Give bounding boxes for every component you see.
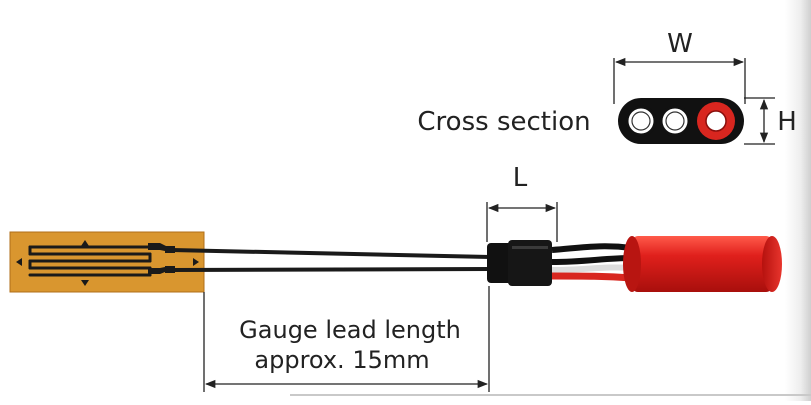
inner-wire-black-2 (551, 255, 633, 265)
inner-wire-black (551, 243, 633, 253)
lead-length-dimension: Gauge lead length approx. 15mm (203, 286, 490, 392)
inner-wire-white (551, 264, 633, 273)
white-conductor-2-core (665, 111, 685, 131)
length-label: L (513, 163, 528, 193)
inner-wire-red (551, 272, 633, 282)
gauge-tabs (148, 243, 175, 274)
cross-section: W H Cross section (417, 29, 797, 145)
red-sheath (632, 236, 772, 292)
black-sleeve-highlight (512, 246, 548, 249)
cable-assembly (487, 236, 782, 292)
black-sleeve-step (508, 240, 552, 286)
lead-wires (170, 248, 492, 272)
strain-gauge (9, 231, 205, 293)
red-conductor-core (705, 110, 727, 132)
cross-section-label: Cross section (417, 107, 590, 137)
white-conductor-1-core (631, 111, 651, 131)
page-edge-strip (785, 0, 811, 401)
red-sheath-end-cap (762, 236, 782, 292)
length-dimension: L (486, 163, 558, 242)
height-label: H (777, 107, 797, 137)
lead-length-label-line2: approx. 15mm (254, 346, 429, 374)
red-sheath-open-end (623, 236, 641, 292)
width-label: W (667, 29, 693, 59)
lead-length-label-line1: Gauge lead length (239, 316, 461, 344)
alignment-marks (16, 240, 199, 286)
gauge-grid (28, 245, 152, 277)
